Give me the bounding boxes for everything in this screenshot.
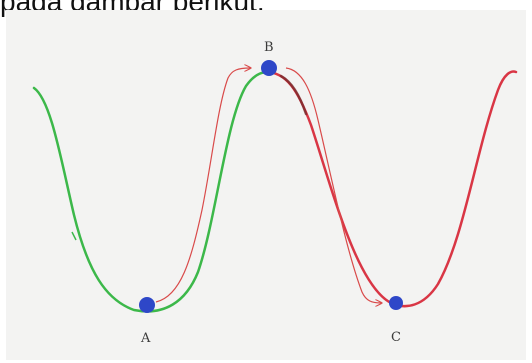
- arrow-a-to-b: [155, 68, 250, 303]
- ball-a: [139, 297, 155, 313]
- left-valley-curve: [32, 70, 272, 313]
- ball-b: [261, 60, 277, 76]
- crest-shadow: [279, 74, 308, 116]
- ball-c: [389, 296, 403, 310]
- label-a: A: [140, 331, 151, 346]
- energy-landscape-svg: A B C: [32, 40, 518, 346]
- label-c: C: [391, 330, 401, 345]
- label-b: B: [264, 40, 274, 55]
- energy-landscape-figure: A B C: [6, 10, 526, 360]
- slope-tick-mark: [71, 231, 77, 241]
- arrow-b-to-c: [285, 67, 381, 303]
- right-valley-curve: [264, 70, 518, 308]
